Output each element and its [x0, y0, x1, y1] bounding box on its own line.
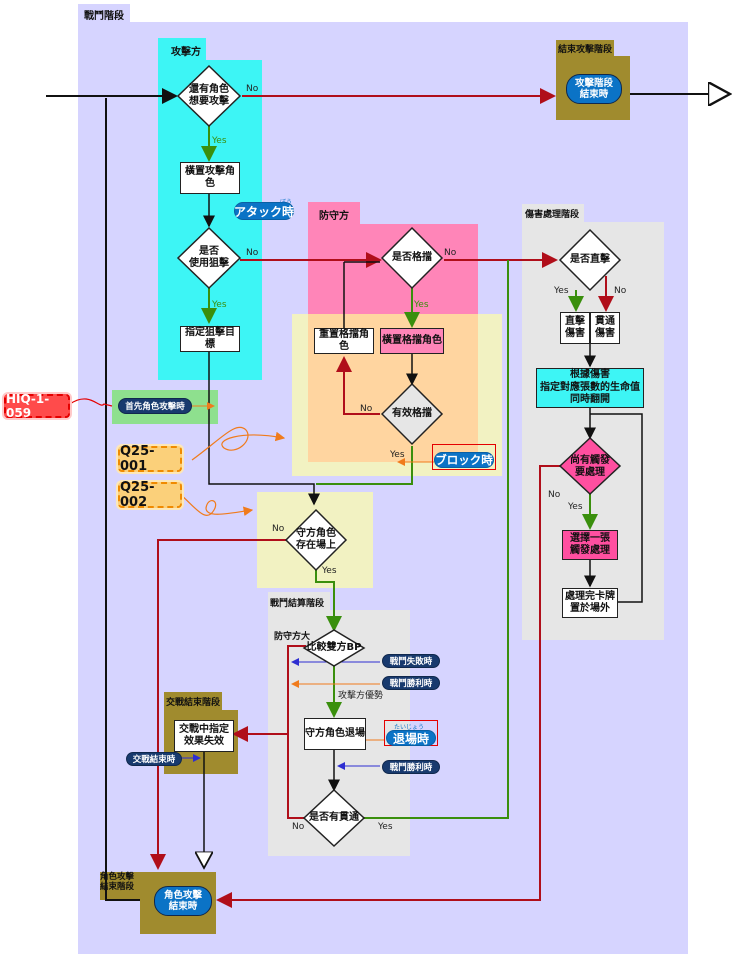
battle-settle-tab [268, 592, 330, 610]
process-pierce-damage: 貫通 傷害 [590, 312, 620, 344]
process-set-block: 橫置格擋角色 [380, 328, 444, 354]
tag-q25-002[interactable]: Q25-002 [118, 480, 182, 510]
pill-block-when: ブロック時 [434, 452, 494, 468]
tag-q25-001[interactable]: Q25-001 [118, 444, 182, 474]
label-no-pierce: No [292, 822, 305, 832]
damage-phase-tab [522, 204, 584, 222]
attacker-label: 攻擊方 [171, 47, 201, 58]
label-no-trigger: No [548, 490, 561, 500]
defender-wins-label: 防守方大 [274, 632, 311, 642]
pill-battle-lose: 戰鬥失敗時 [382, 654, 440, 668]
label-yes-trigger: Yes [568, 502, 583, 512]
process-defender-leave: 守方角色退場 [304, 718, 366, 750]
pill-battle-win-2: 戰鬥勝利時 [382, 760, 440, 774]
ruby-leave: たいじょう [394, 724, 425, 731]
process-snipe-target: 指定狙擊目標 [180, 326, 240, 352]
engage-end-label: 交戰結束階段 [166, 698, 221, 708]
ruby-attack: ぼう [280, 199, 293, 206]
damage-phase-label: 傷害處理階段 [525, 210, 580, 220]
process-finish-card: 處理完卡牌 置於場外 [562, 588, 618, 618]
process-direct-damage: 直擊 傷害 [560, 312, 590, 344]
label-no-block: No [444, 248, 457, 258]
label-yes-present: Yes [322, 566, 337, 576]
process-effect-end: 交戰中指定 效果失效 [174, 720, 234, 752]
end-attack-phase-label: 結束攻擊階段 [558, 45, 613, 55]
label-no-attack: No [246, 84, 259, 94]
defender-region-tab [308, 202, 360, 224]
label-yes-valid: Yes [390, 450, 405, 460]
label-yes-snipe: Yes [212, 300, 227, 310]
label-no-present: No [272, 524, 285, 534]
pill-battle-win: 戰鬥勝利時 [382, 676, 440, 690]
process-set-attacker: 橫置攻擊角色 [180, 162, 240, 194]
process-flip-life: 根據傷害 指定對應張數的生命值 同時翻開 [536, 368, 644, 408]
block-pill-frame [432, 444, 496, 470]
label-yes-pierce: Yes [378, 822, 393, 832]
defender-label: 防守方 [319, 211, 349, 222]
pill-leave-when: 退場時 [386, 730, 436, 746]
label-attacker-adv: 攻擊方優勢 [338, 691, 384, 701]
char-attack-end-label: 角色攻擊 結束階段 [100, 872, 135, 892]
timing-attack-phase-end: 攻擊階段 結束時 [566, 74, 622, 104]
label-yes-direct: Yes [554, 286, 569, 296]
engage-end-tab [164, 692, 222, 710]
label-no-valid: No [360, 404, 373, 414]
label-yes-attack: Yes [212, 136, 227, 146]
pill-attack-when: アタック時 [234, 202, 294, 220]
label-no-direct: No [614, 286, 627, 296]
attacker-region-tab [158, 38, 206, 60]
timing-first-attack: 首先角色攻擊時 [118, 398, 192, 414]
end-attack-phase-tab [556, 40, 614, 56]
label-yes-block: Yes [414, 300, 429, 310]
battle-phase-tab [78, 4, 130, 22]
process-choose-trigger: 選擇一張 觸發處理 [562, 530, 618, 560]
timing-char-attack-end: 角色攻擊 結束時 [154, 886, 212, 916]
battle-settle-label: 戰鬥結算階段 [270, 599, 325, 609]
timing-engage-end: 交戰結束時 [126, 752, 182, 766]
battle-phase-label: 戰鬥階段 [84, 11, 124, 22]
process-reset-block: 重置格擋角色 [314, 328, 374, 354]
tag-hiq-1-059[interactable]: HIQ-1-059 [4, 392, 70, 420]
label-no-snipe: No [246, 248, 259, 258]
